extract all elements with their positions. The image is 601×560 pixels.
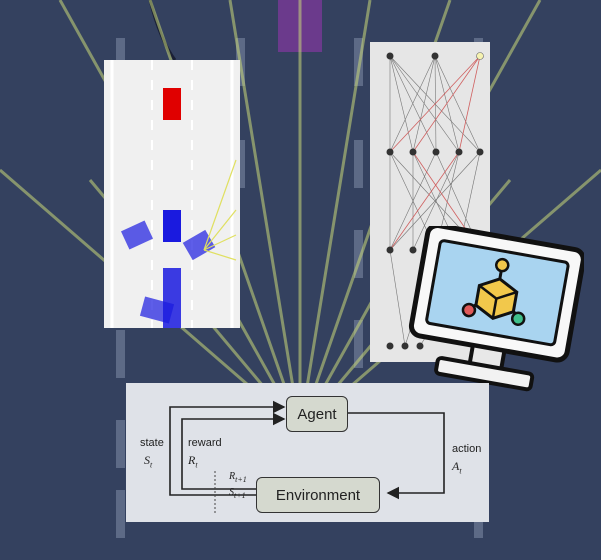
blue-car [163,210,181,242]
next-reward-symbol: Rt+1 [229,471,247,484]
agent-box: Agent [286,396,348,432]
reward-symbol: Rt [188,453,198,470]
red-car [163,88,181,120]
state-label: state [140,437,164,449]
rl-loop-diagram: Agent Environment state St reward Rt act… [126,383,489,522]
action-symbol: At [452,459,462,476]
state-symbol: St [144,453,153,470]
environment-box: Environment [256,477,380,513]
rl-loop-arrows [169,400,445,515]
road-simulation [110,60,237,328]
network-cube-icon [461,257,526,326]
computer-monitor-icon [408,226,584,392]
action-label: action [452,443,482,455]
road-simulation-panel [104,60,240,328]
next-state-symbol: St+1 [229,487,246,500]
reward-label: reward [188,437,222,449]
